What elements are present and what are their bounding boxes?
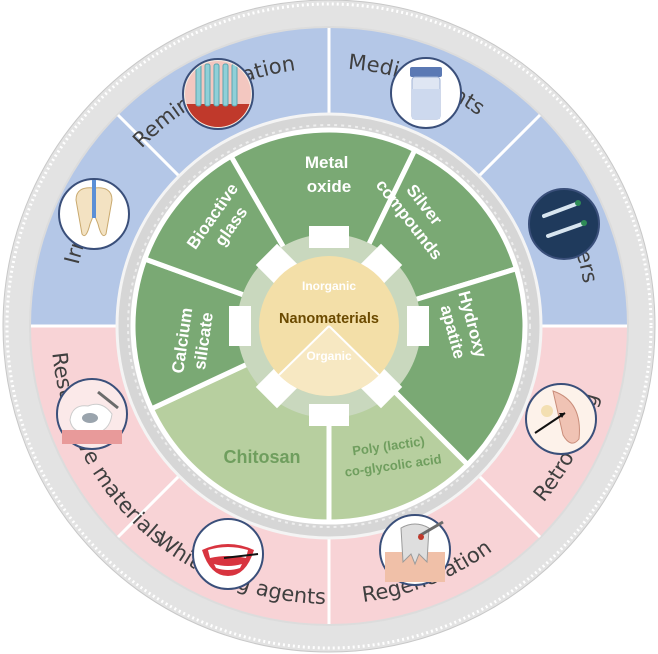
tooth-regeneration-icon (379, 514, 451, 586)
application-icons (56, 57, 600, 590)
core-title: Nanomaterials (279, 311, 379, 327)
medicine-jar-icon (390, 57, 462, 129)
tooth-irrigation-icon (58, 178, 130, 250)
syringes-icon (528, 188, 600, 260)
chitosan-label: Chitosan (223, 447, 300, 467)
filling-tool-icon (56, 378, 128, 450)
core-inorganic-label: Inorganic (302, 279, 356, 293)
metal-oxide-label: Metal oxide (305, 153, 353, 196)
core-organic-sector (279, 326, 379, 397)
core-organic-label: Organic (306, 349, 352, 363)
dentin-tubules-icon (182, 58, 254, 130)
smile-icon (192, 518, 264, 590)
tooth-root-section-icon (525, 383, 597, 455)
